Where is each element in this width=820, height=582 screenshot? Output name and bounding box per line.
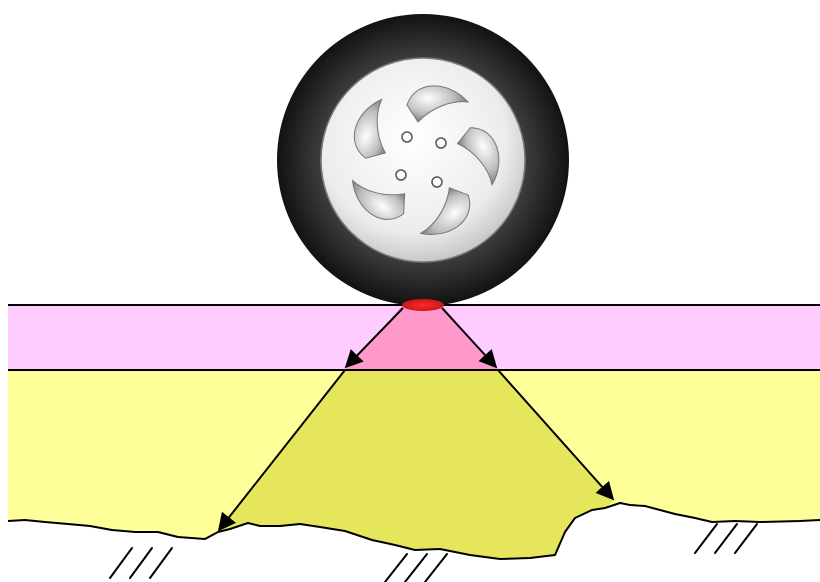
contact-patch: [402, 299, 444, 311]
lug-nut: [396, 170, 406, 180]
lug-nut: [432, 177, 442, 187]
ground-hatch-icon: [695, 524, 757, 553]
wheel-icon: [277, 14, 569, 306]
ground-hatch-icon: [110, 548, 172, 578]
lug-nut: [402, 132, 412, 142]
lug-nut: [436, 138, 446, 148]
ground-hatch-icon: [385, 554, 447, 582]
